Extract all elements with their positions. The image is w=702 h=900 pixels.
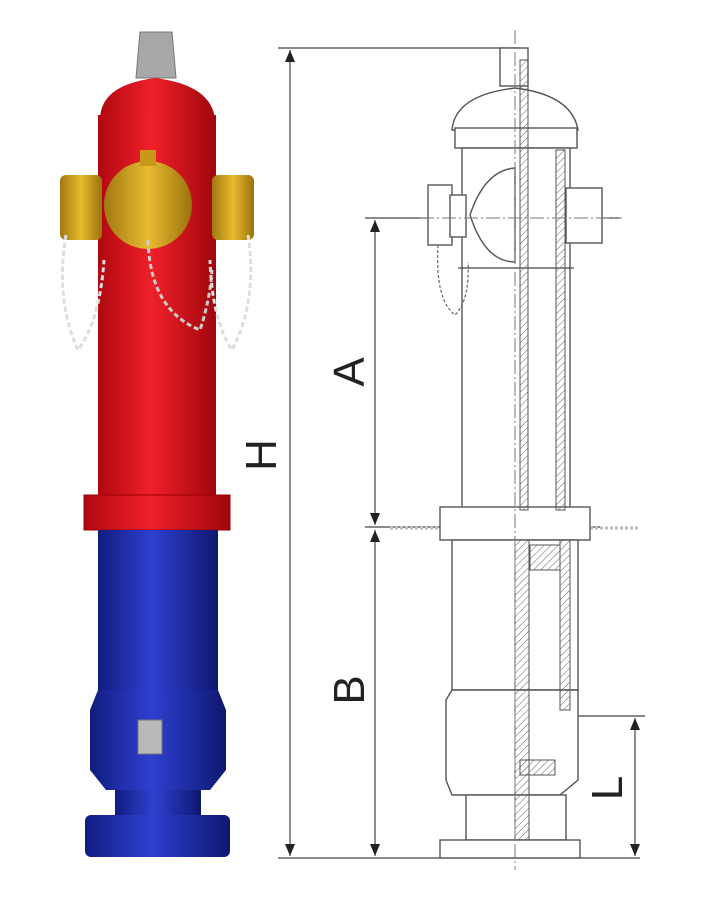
dimension-label-l: L: [583, 776, 632, 800]
main-outlet-cap: [104, 161, 192, 249]
operating-nut: [135, 31, 177, 79]
dimension-label-b: B: [325, 675, 374, 704]
hydrant-render: [60, 31, 254, 857]
chain-center: [146, 239, 214, 332]
dimension-label-a: A: [325, 357, 374, 387]
dimension-lines: H A B L: [237, 47, 645, 859]
chain-right: [208, 234, 253, 353]
base-flange: [85, 815, 230, 857]
nameplate: [137, 719, 163, 755]
chain-left: [60, 234, 106, 353]
dimension-label-h: H: [237, 439, 286, 471]
left-outlet-cap: [60, 175, 102, 240]
right-outlet-cap: [212, 175, 254, 240]
hydrant-lower-body: [98, 530, 218, 690]
hydrant-dome: [100, 78, 215, 120]
section-drawing: [420, 30, 622, 870]
upper-flange: [83, 494, 231, 531]
